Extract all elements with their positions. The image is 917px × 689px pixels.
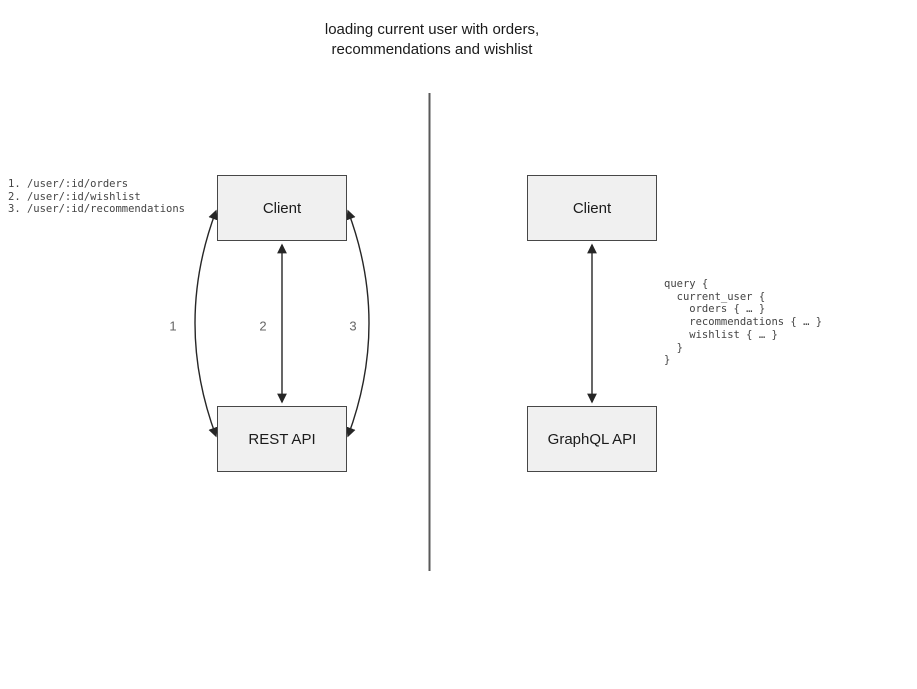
arrow-label-1: 1: [169, 318, 177, 334]
graphql-query-snippet: query { current_user { orders { … } reco…: [664, 278, 823, 367]
rest-endpoint-list: 1. /user/:id/orders 2. /user/:id/wishlis…: [8, 178, 186, 216]
client-node-right-label: Client: [572, 199, 612, 217]
rest-api-node-label: REST API: [248, 430, 316, 448]
diagram-title: loading current user with orders, recomm…: [324, 21, 540, 58]
rest-arrow-1-curve: [194, 209, 218, 438]
arrow-label-2: 2: [259, 318, 267, 334]
rest-api-node: REST API: [217, 406, 347, 472]
rest-arrow-3-curve: [346, 209, 370, 438]
graphql-api-node: GraphQL API: [527, 406, 657, 472]
graphql-api-node-label: GraphQL API: [547, 430, 637, 448]
arrow-label-3: 3: [349, 318, 357, 334]
client-node-left-label: Client: [262, 199, 302, 217]
client-node-left: Client: [217, 175, 347, 241]
client-node-right: Client: [527, 175, 657, 241]
